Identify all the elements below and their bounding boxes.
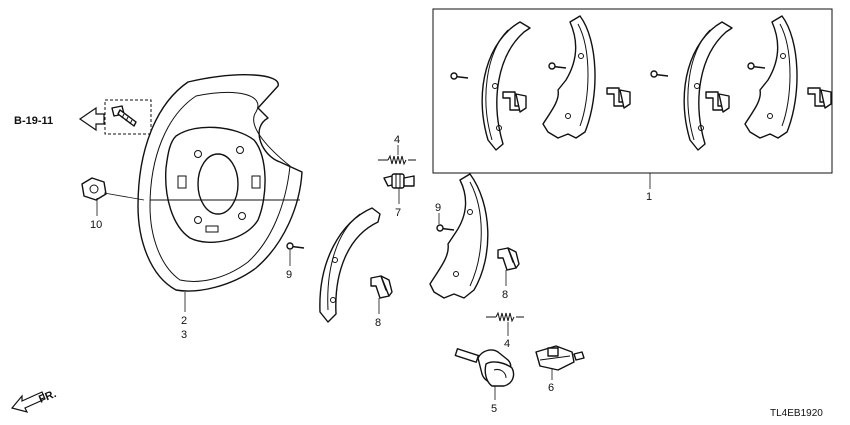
kit-clip-c: [705, 91, 730, 113]
kit-pin-d: [747, 62, 766, 70]
reference-bolt: [111, 105, 137, 127]
retainer-clip-left: [370, 275, 393, 299]
kit-brake-shoe-a: [481, 21, 531, 151]
callout-10: 10: [90, 219, 102, 231]
front-direction-arrow: [10, 391, 46, 413]
retainer-clip-right: [497, 247, 520, 271]
callout-4-lower: 4: [504, 338, 510, 350]
callout-9-right: 9: [435, 202, 441, 214]
return-spring-lower: [486, 311, 524, 323]
callout-7: 7: [395, 207, 401, 219]
kit-pin-a: [450, 72, 469, 80]
kit-brake-shoe-c: [683, 21, 733, 151]
callout-1: 1: [646, 191, 652, 203]
callout-3: 3: [181, 329, 187, 341]
flange-nut: [81, 177, 107, 201]
kit-pin-c: [650, 70, 669, 78]
return-spring-upper: [378, 154, 416, 166]
shoe-hold-pin-left: [286, 242, 305, 250]
shoe-kit-box: [432, 8, 833, 174]
callout-6: 6: [548, 382, 554, 394]
reference-arrow: [78, 106, 105, 132]
front-direction-label: FR.: [37, 388, 58, 406]
callout-9-left: 9: [286, 269, 292, 281]
splash-guard: [137, 74, 303, 292]
kit-clip-a: [502, 91, 527, 113]
callout-2: 2: [181, 315, 187, 327]
callout-8-right: 8: [502, 289, 508, 301]
parking-brake-lever: [454, 348, 515, 387]
kit-clip-b: [606, 87, 631, 109]
drawing-code: TL4EB1920: [770, 408, 823, 419]
reference-label: B-19-11: [14, 115, 53, 127]
brake-shoe-right: [429, 173, 489, 299]
callout-8-left: 8: [375, 317, 381, 329]
kit-brake-shoe-d: [744, 15, 798, 139]
brake-shoe-left: [319, 207, 381, 323]
kit-pin-b: [548, 62, 567, 70]
adjuster-assembly: [383, 173, 415, 189]
reference-bolt-box: [104, 99, 152, 135]
kit-clip-d: [807, 87, 832, 109]
shoe-hold-pin-right: [436, 224, 455, 232]
callout-4-upper: 4: [394, 134, 400, 146]
actuator: [535, 345, 585, 371]
kit-brake-shoe-b: [542, 15, 596, 139]
leader-10-b: [103, 192, 145, 201]
callout-5: 5: [491, 403, 497, 415]
